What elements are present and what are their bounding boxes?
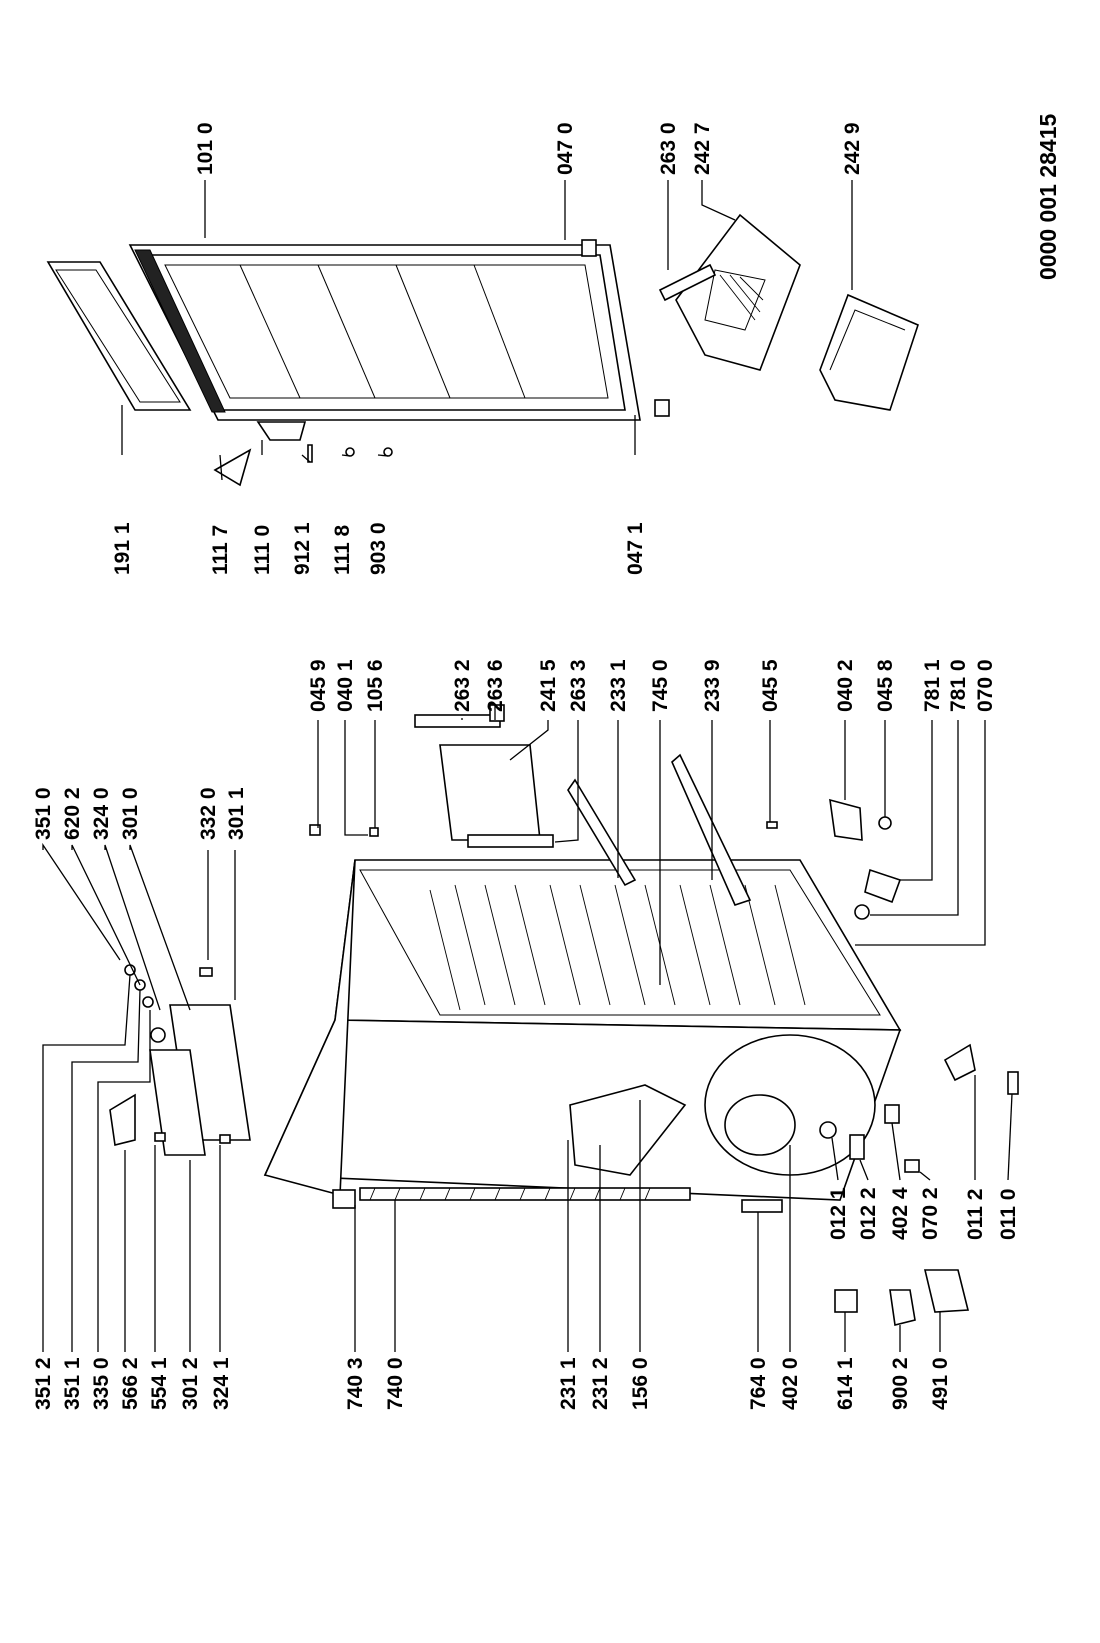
label-351-1: 351 1 — [61, 1357, 84, 1410]
label-566-2: 566 2 — [119, 1357, 142, 1410]
label-242-9: 242 9 — [841, 122, 864, 175]
label-241-5: 241 5 — [537, 659, 560, 712]
label-781-0: 781 0 — [947, 659, 970, 712]
label-070-2: 070 2 — [919, 1187, 942, 1240]
label-111-8: 111 8 — [331, 524, 354, 575]
label-745-0: 745 0 — [649, 659, 672, 712]
label-263-3: 263 3 — [567, 659, 590, 712]
label-332-0: 332 0 — [197, 787, 220, 840]
label-011-2: 011 2 — [964, 1189, 987, 1240]
label-101-0: 101 0 — [194, 122, 217, 175]
label-402-0: 402 0 — [779, 1357, 802, 1410]
label-335-0: 335 0 — [90, 1357, 113, 1410]
label-045-5: 045 5 — [759, 659, 782, 712]
label-040-1: 040 1 — [334, 659, 357, 712]
label-351-0: 351 0 — [32, 787, 55, 840]
leader-lines — [42, 180, 1013, 1352]
label-301-2: 301 2 — [179, 1357, 202, 1410]
label-554-1: 554 1 — [148, 1357, 171, 1410]
label-070-0: 070 0 — [974, 659, 997, 712]
door-assembly — [46, 239, 670, 487]
label-012-1: 012 1 — [827, 1187, 850, 1240]
label-324-1: 324 1 — [210, 1357, 233, 1410]
label-614-1: 614 1 — [834, 1357, 857, 1410]
label-047-0: 047 0 — [554, 122, 577, 175]
label-301-0: 301 0 — [119, 787, 142, 840]
drawer-assembly — [658, 213, 919, 411]
label-012-2: 012 2 — [857, 1187, 880, 1240]
label-242-7: 242 7 — [691, 122, 714, 175]
label-491-0: 491 0 — [929, 1357, 952, 1410]
label-263-0: 263 0 — [657, 122, 680, 175]
label-740-0: 740 0 — [384, 1357, 407, 1410]
electrical-parts — [834, 1269, 970, 1326]
label-156-0: 156 0 — [629, 1357, 652, 1410]
label-111-7: 111 7 — [209, 525, 232, 575]
label-231-2: 231 2 — [589, 1357, 612, 1410]
label-263-6: 263 6 — [484, 659, 507, 712]
label-620-2: 620 2 — [61, 787, 84, 840]
label-324-0: 324 0 — [90, 787, 113, 840]
label-263-2: 263 2 — [451, 659, 474, 712]
label-111-0: 111 0 — [251, 525, 274, 575]
label-233-1: 233 1 — [607, 659, 630, 712]
label-231-1: 231 1 — [557, 1357, 580, 1410]
thermostat-parts — [109, 964, 251, 1156]
document-code: 0000 001 28415 — [1035, 114, 1061, 280]
label-105-6: 105 6 — [364, 659, 387, 712]
label-045-8: 045 8 — [874, 659, 897, 712]
label-191-1: 191 1 — [111, 522, 134, 575]
label-402-4: 402 4 — [889, 1187, 912, 1240]
label-900-2: 900 2 — [889, 1357, 912, 1410]
label-045-9: 045 9 — [307, 659, 330, 712]
label-233-9: 233 9 — [701, 659, 724, 712]
label-764-0: 764 0 — [747, 1357, 770, 1410]
part-labels: 351 2 351 1 335 0 566 2 554 1 301 2 324 … — [32, 122, 1020, 1410]
label-047-1: 047 1 — [624, 522, 647, 575]
cabinet-body — [263, 859, 902, 1213]
label-351-2: 351 2 — [32, 1357, 55, 1410]
label-040-2: 040 2 — [834, 659, 857, 712]
label-912-1: 912 1 — [291, 522, 314, 575]
label-740-3: 740 3 — [344, 1357, 367, 1410]
label-903-0: 903 0 — [367, 522, 390, 575]
label-301-1: 301 1 — [225, 787, 248, 840]
label-011-0: 011 0 — [997, 1189, 1020, 1240]
label-781-1: 781 1 — [921, 659, 944, 712]
